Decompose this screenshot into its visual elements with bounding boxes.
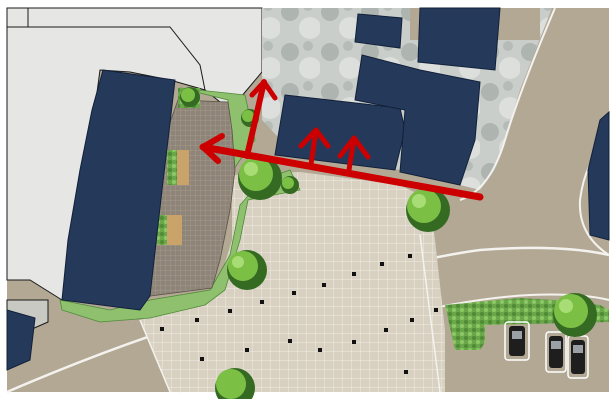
arrow-icon bbox=[298, 127, 331, 149]
plot-boundary bbox=[7, 26, 206, 91]
tree-icon bbox=[227, 250, 267, 290]
bollard-icon bbox=[195, 318, 199, 322]
building-east-block bbox=[354, 54, 481, 186]
bollard-row bbox=[160, 254, 438, 374]
building-far-east-block bbox=[587, 110, 610, 241]
arrow-icon bbox=[308, 127, 319, 167]
tree-icon bbox=[180, 87, 200, 107]
arrow-icon bbox=[337, 135, 371, 160]
bollard-icon bbox=[380, 262, 384, 266]
bollard-icon bbox=[408, 254, 412, 258]
bollard-icon bbox=[160, 327, 164, 331]
plaza-edge bbox=[139, 319, 171, 393]
car-icon bbox=[504, 321, 530, 361]
bollard-icon bbox=[410, 318, 414, 322]
arrow-annotation-group bbox=[199, 79, 484, 201]
car-icon bbox=[567, 335, 589, 379]
planter-hedge bbox=[157, 215, 167, 245]
arrow-icon bbox=[244, 79, 267, 159]
bollard-icon bbox=[404, 370, 408, 374]
tree-icon bbox=[406, 188, 450, 232]
building-southwest-block bbox=[6, 309, 36, 371]
planter-hedge bbox=[167, 150, 177, 185]
bollard-icon bbox=[200, 357, 204, 361]
bollard-icon bbox=[288, 339, 292, 343]
arrow-icon bbox=[249, 79, 278, 101]
building-west-block bbox=[61, 69, 176, 311]
bollard-icon bbox=[318, 348, 322, 352]
bollard-icon bbox=[384, 328, 388, 332]
building-north-block bbox=[417, 7, 501, 71]
tree-icon bbox=[215, 368, 255, 399]
tree-icon bbox=[238, 156, 282, 200]
bollard-icon bbox=[352, 340, 356, 344]
building-center-block bbox=[274, 94, 406, 171]
plaza-paving bbox=[140, 172, 445, 392]
plaza-edge bbox=[419, 234, 441, 393]
building-small-block bbox=[354, 13, 403, 49]
arrow-icon bbox=[200, 133, 225, 164]
bollard-icon bbox=[434, 308, 438, 312]
arrow-icon bbox=[346, 135, 357, 173]
bollard-icon bbox=[260, 300, 264, 304]
street-line bbox=[459, 7, 556, 201]
bollard-icon bbox=[228, 309, 232, 313]
bollard-icon bbox=[322, 283, 326, 287]
tree-icon bbox=[553, 293, 597, 337]
lawn-strip bbox=[59, 169, 301, 323]
bollard-icon bbox=[245, 348, 249, 352]
bollard-icon bbox=[292, 291, 296, 295]
bollard-icon bbox=[352, 272, 356, 276]
car-icon bbox=[545, 331, 567, 373]
tree-icon bbox=[281, 176, 299, 194]
